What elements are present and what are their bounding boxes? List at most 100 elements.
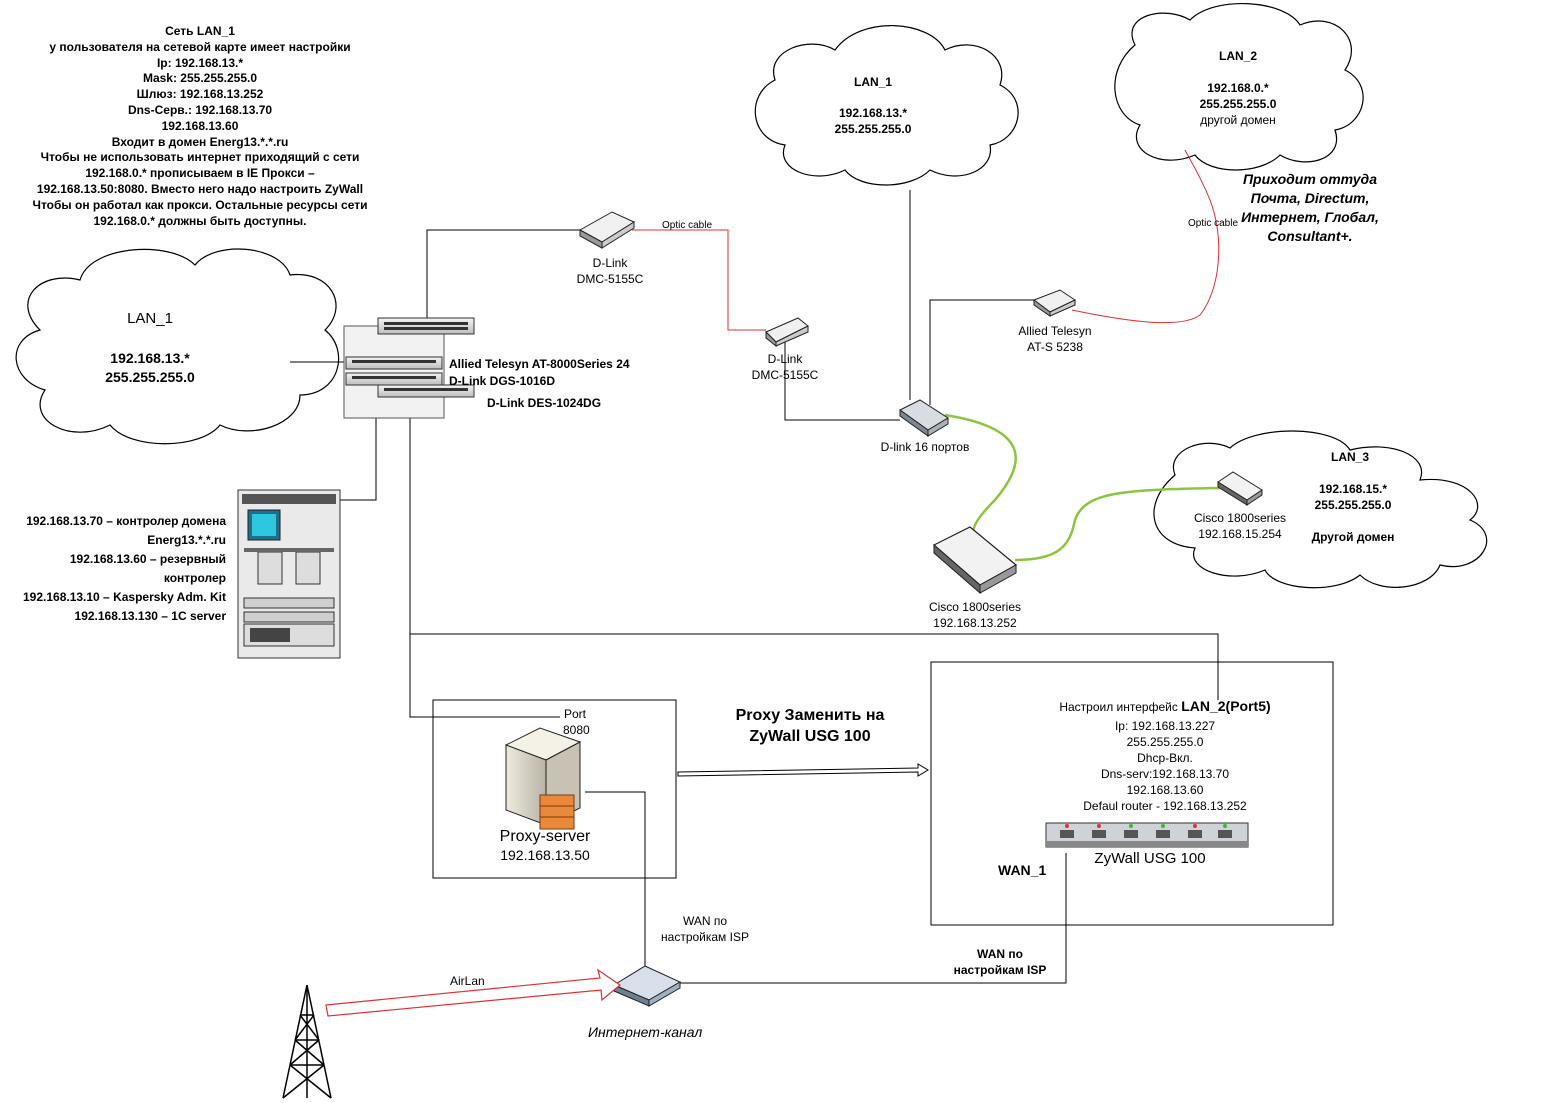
zywall-iface-name: LAN_2(Port5) bbox=[1181, 698, 1271, 714]
internet-label: Интернет-канал bbox=[588, 1024, 703, 1040]
cloud-lan3 bbox=[1153, 430, 1488, 589]
cisco-lan3-icon bbox=[1217, 471, 1263, 506]
link-allied-dlink16 bbox=[929, 299, 1035, 405]
lan2-note-line-1: Приходит оттуда bbox=[1242, 171, 1378, 187]
zywall-wan-line2: настройкам ISP bbox=[953, 963, 1047, 977]
top-note-line-6: Dns-Серв.: 192.168.13.70 bbox=[127, 103, 273, 117]
optic-cable-1 bbox=[632, 229, 766, 331]
lan1-left-mask: 255.255.255.0 bbox=[105, 369, 195, 385]
airlan-label: AirLan bbox=[450, 974, 485, 988]
proxy-wan-line2: настройкам ISP bbox=[661, 930, 749, 944]
top-note-line-9: Чтобы не использовать интернет приходящи… bbox=[40, 150, 360, 165]
cisco-main-ip: 192.168.13.252 bbox=[933, 616, 1017, 630]
lan3-router-name: Cisco 1800series bbox=[1193, 511, 1287, 525]
zywall-setting-line-4: Dns-serv:192.168.13.70 bbox=[1100, 767, 1230, 781]
dlink16-icon bbox=[899, 399, 949, 437]
dmc1-icon bbox=[578, 211, 636, 249]
lan1-top-name: LAN_1 bbox=[853, 75, 892, 89]
server-list-line-4: контролер bbox=[163, 571, 226, 585]
link-proxy-router bbox=[585, 791, 646, 975]
top-note-line-11: 192.168.13.50:8080. Вместо него надо нас… bbox=[36, 182, 364, 196]
link-router-zywall bbox=[680, 853, 1067, 984]
lan3-domain: Другой домен bbox=[1311, 530, 1395, 544]
server-rack bbox=[237, 489, 341, 659]
lan3-ip: 192.168.15.* bbox=[1318, 482, 1388, 496]
lan2-domain: другой домен bbox=[1200, 113, 1276, 127]
lan3-mask: 255.255.255.0 bbox=[1314, 498, 1392, 512]
cloud-lan1-left bbox=[15, 248, 340, 445]
top-note-line-12: Чтобы он работал как прокси. Остальные р… bbox=[32, 197, 368, 212]
top-note-line-13: 192.168.0.* должны быть доступны. bbox=[93, 213, 307, 228]
lan2-note-line-4: Consultant+. bbox=[1267, 228, 1353, 244]
rack-label-3: D-Link DES-1024DG bbox=[487, 396, 602, 410]
lan1-top-ip: 192.168.13.* bbox=[838, 106, 908, 120]
zywall-icon bbox=[1045, 822, 1249, 848]
lan3-name: LAN_3 bbox=[1330, 450, 1369, 464]
lan2-note-line-3: Интернет, Глобал, bbox=[1241, 209, 1379, 225]
server-list-line-1: 192.168.13.70 – контролер домена bbox=[26, 514, 226, 528]
proxy-port: Port bbox=[564, 707, 587, 721]
top-note-line-2: у пользователя на сетевой карте имеет на… bbox=[49, 39, 351, 54]
zywall-setting-line-1: Ip: 192.168.13.227 bbox=[1114, 719, 1216, 733]
optic-cable-2-label: Optic cable bbox=[1188, 218, 1239, 229]
proxy-port-num: 8080 bbox=[563, 723, 590, 737]
link-dmc2-dlink16 bbox=[784, 342, 900, 421]
link-rack-proxy bbox=[409, 418, 560, 718]
proxy-ip: 192.168.13.50 bbox=[500, 847, 590, 863]
rack-label-1: Allied Telesyn AT-8000Series 24 bbox=[449, 357, 630, 371]
server-list-line-3: 192.168.13.60 – резервный bbox=[69, 552, 226, 566]
proxy-wan-line1: WAN по bbox=[682, 914, 728, 928]
link-rack-zywall bbox=[410, 633, 1219, 700]
lan2-note-line-2: Почта, Directum, bbox=[1250, 190, 1370, 206]
radio-tower-icon bbox=[282, 984, 332, 1099]
server-list-line-6: 192.168.13.130 – 1C server bbox=[74, 609, 226, 623]
zywall-frame bbox=[930, 661, 1334, 926]
lan2-mask: 255.255.255.0 bbox=[1199, 97, 1277, 111]
top-note-line-1: Сеть LAN_1 bbox=[165, 24, 235, 38]
zywall-setting-line-5: 192.168.13.60 bbox=[1126, 783, 1204, 797]
lan2-name: LAN_2 bbox=[1218, 49, 1257, 63]
dlink16-label: D-link 16 портов bbox=[880, 440, 970, 454]
server-list-line-2: Energ13.*.*.ru bbox=[147, 533, 226, 547]
proxy-replace-line1: Proxy Заменить на bbox=[735, 707, 885, 724]
internet-router-icon bbox=[612, 965, 682, 1007]
rack-label-2: D-Link DGS-1016D bbox=[449, 374, 556, 388]
zywall-wan: WAN_1 bbox=[998, 862, 1047, 878]
zywall-name: ZyWall USG 100 bbox=[1094, 850, 1206, 867]
top-note-line-10: 192.168.0.* прописываем в IE Прокси – bbox=[85, 166, 315, 181]
zywall-wan-line1: WAN по bbox=[977, 947, 1023, 961]
top-note-line-7: 192.168.13.60 bbox=[161, 118, 239, 133]
cloud-lan1-top bbox=[754, 25, 1019, 186]
green-link-cisco-lan3 bbox=[1014, 486, 1221, 562]
allied-small-name: Allied Telesyn bbox=[1018, 324, 1092, 338]
dmc2-model: DMC-5155C bbox=[751, 368, 819, 382]
optic-cable-1-label: Optic cable bbox=[662, 220, 713, 231]
top-note-line-8: Входит в домен Energ13.*.*.ru bbox=[111, 134, 289, 149]
zywall-iface-title: Настроил интерфейс LAN_2(Port5) bbox=[1005, 698, 1325, 715]
link-rack-dmc1 bbox=[426, 229, 580, 318]
allied-small-model: AT-S 5238 bbox=[1027, 340, 1083, 354]
top-note-line-3: Ip: 192.168.13.* bbox=[156, 55, 244, 70]
lan1-left-ip: 192.168.13.* bbox=[110, 350, 190, 366]
dmc2-name: D-Link bbox=[767, 352, 803, 366]
lan1-top-mask: 255.255.255.0 bbox=[834, 122, 912, 136]
top-note-line-5: Шлюз: 192.168.13.252 bbox=[136, 87, 264, 102]
top-note-line-4: Mask: 255.255.255.0 bbox=[142, 71, 258, 86]
proxy-server-icon bbox=[504, 727, 582, 830]
replace-arrow bbox=[677, 763, 929, 777]
cisco-main-icon bbox=[932, 526, 1018, 595]
lan2-ip: 192.168.0.* bbox=[1207, 81, 1269, 95]
zywall-setting-line-3: Dhcp-Вкл. bbox=[1137, 751, 1193, 765]
zywall-iface-prefix: Настроил интерфейс bbox=[1059, 700, 1182, 714]
green-link-dlink16-cisco bbox=[944, 413, 1017, 541]
proxy-name: Proxy-server bbox=[499, 828, 591, 845]
allied-small-icon bbox=[1032, 289, 1077, 317]
optic-cable-2 bbox=[1071, 149, 1220, 324]
lan1-left-name: LAN_1 bbox=[127, 310, 173, 327]
airlan-arrow bbox=[325, 968, 621, 1017]
cisco-main-name: Cisco 1800series bbox=[928, 600, 1022, 614]
proxy-frame bbox=[432, 699, 677, 879]
lan3-router-ip: 192.168.15.254 bbox=[1198, 527, 1282, 541]
switch-rack bbox=[343, 317, 475, 419]
